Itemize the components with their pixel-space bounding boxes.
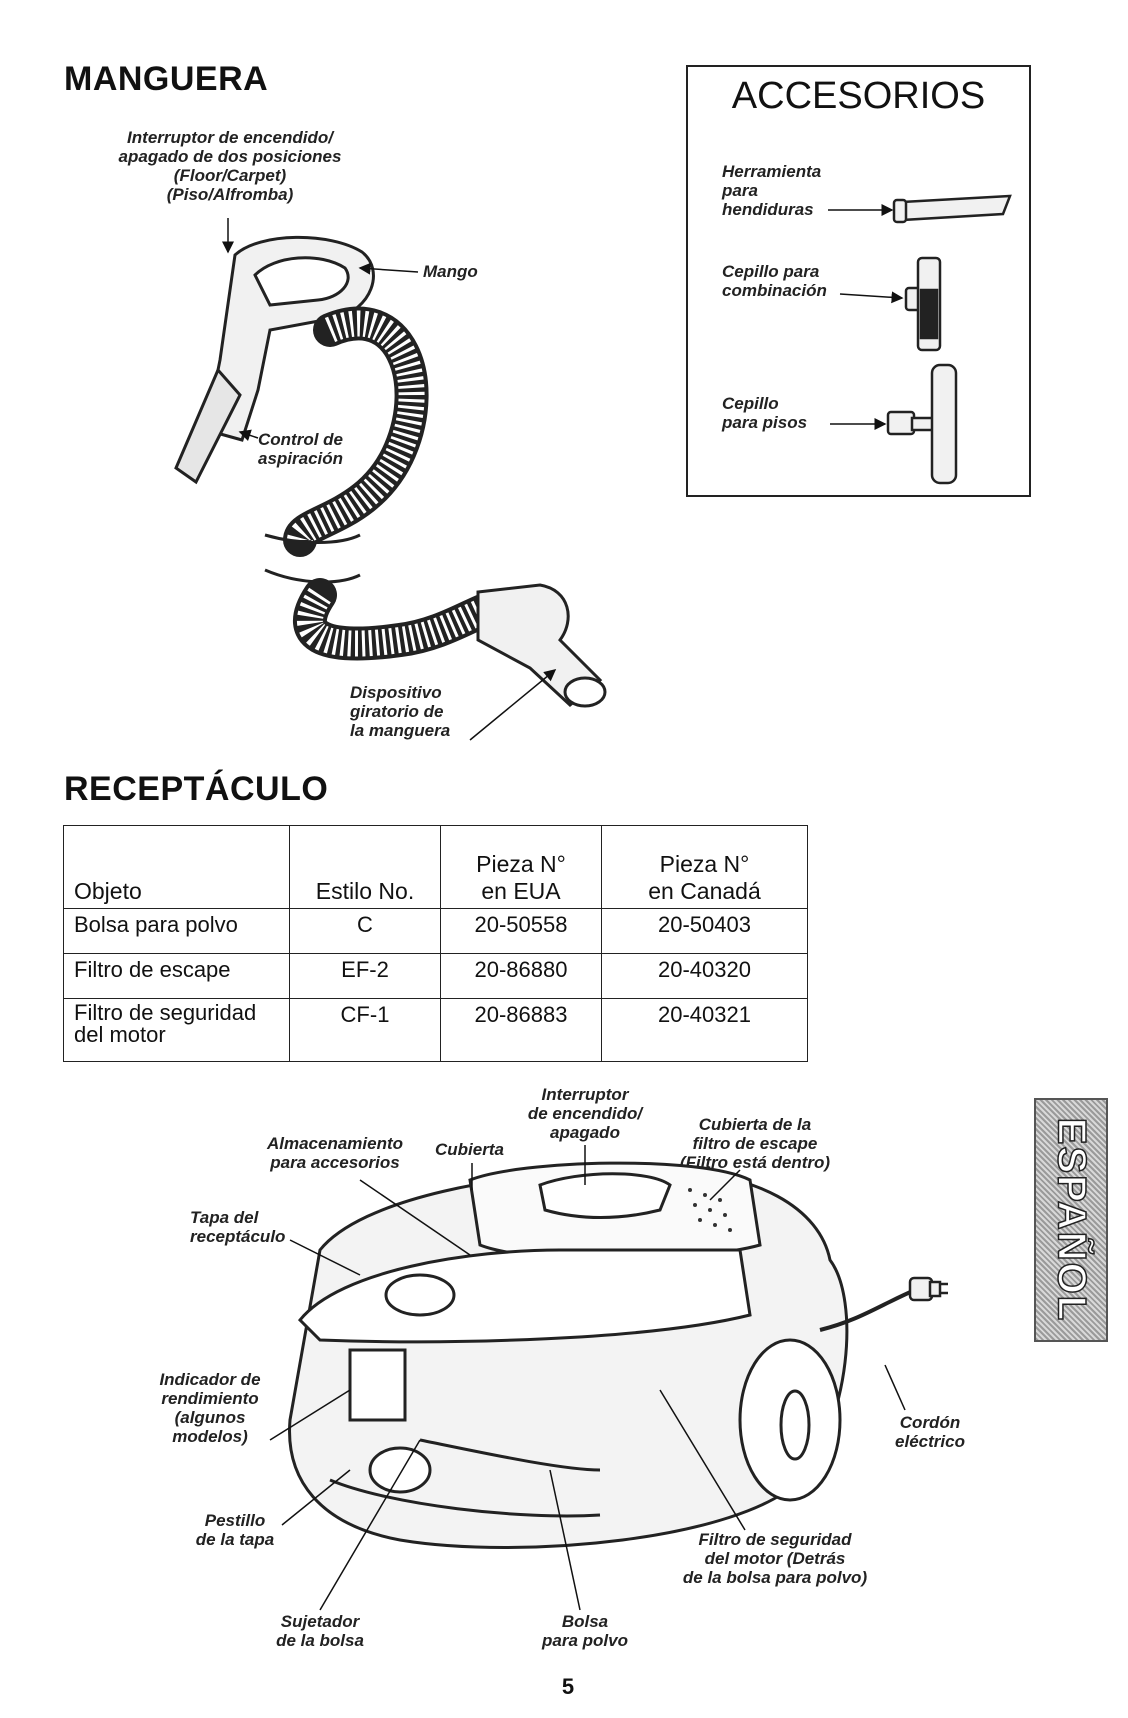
hose-swivel-icon xyxy=(476,583,607,708)
cell-canada: 20-50403 xyxy=(601,908,808,954)
exhaust-vent-dots xyxy=(688,1188,732,1232)
table-header-row: Objeto Estilo No. Pieza N°en EUA Pieza N… xyxy=(63,825,808,909)
cell-estilo: C xyxy=(289,908,441,954)
language-tab: ESPAÑOL xyxy=(1034,1098,1108,1342)
cover-label: Cubierta xyxy=(435,1140,504,1159)
cell-objeto: Filtro de seguridad del motor xyxy=(63,998,290,1062)
header-pieza-eua: Pieza N°en EUA xyxy=(440,825,602,909)
header-objeto: Objeto xyxy=(63,825,290,909)
switch-label: Interruptor de encendido/apagado de dos … xyxy=(118,128,342,204)
cell-eua: 20-86880 xyxy=(440,953,602,999)
manguera-title: MANGUERA xyxy=(64,60,269,98)
header-estilo: Estilo No. xyxy=(289,825,441,909)
language-tab-label: ESPAÑOL xyxy=(1049,1117,1095,1323)
handle-label: Mango xyxy=(423,262,478,281)
page-number: 5 xyxy=(561,1674,575,1699)
power-plug-icon xyxy=(908,1276,948,1302)
header-pieza-canada: Pieza N°en Canadá xyxy=(601,825,808,909)
table-row: Filtro de escape EF-2 20-86880 20-40320 xyxy=(63,953,808,999)
table-row: Filtro de seguridad del motor CF-1 20-86… xyxy=(63,998,808,1062)
cell-estilo: EF-2 xyxy=(289,953,441,999)
cell-estilo: CF-1 xyxy=(289,998,441,1062)
table-row: Bolsa para polvo C 20-50558 20-50403 xyxy=(63,908,808,954)
cell-canada: 20-40320 xyxy=(601,953,808,999)
cell-objeto: Bolsa para polvo xyxy=(63,908,290,954)
accesorios-title: ACCESORIOS xyxy=(731,75,986,117)
cell-eua: 20-50558 xyxy=(440,908,602,954)
receptaculo-title: RECEPTÁCULO xyxy=(64,770,329,808)
parts-table: Objeto Estilo No. Pieza N°en EUA Pieza N… xyxy=(63,825,808,1062)
cell-canada: 20-40321 xyxy=(601,998,808,1062)
cell-eua: 20-86883 xyxy=(440,998,602,1062)
canister-vacuum-icon xyxy=(288,1161,849,1549)
cell-objeto: Filtro de escape xyxy=(63,953,290,999)
